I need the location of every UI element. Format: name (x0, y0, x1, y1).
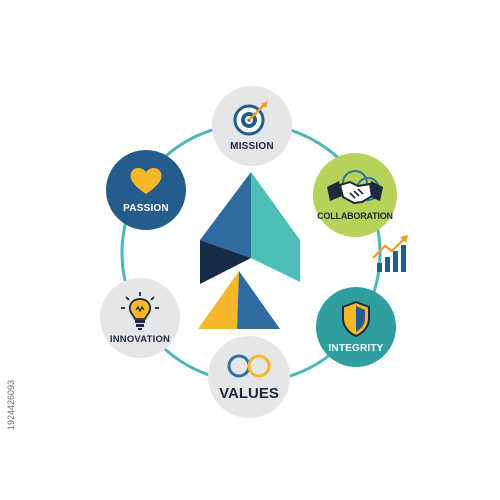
heart-icon (130, 167, 162, 194)
stock-id-text: 1924426093 (6, 379, 17, 431)
node-integrity: INTEGRITY (316, 287, 396, 367)
node-passion: PASSION (106, 150, 186, 230)
infinity-loop-icon (227, 354, 271, 378)
triangle-arrow-logo-icon (198, 172, 300, 329)
stock-id-text-container: 1924426093 (0, 0, 17, 500)
node-integrity-label: INTEGRITY (328, 342, 384, 354)
node-collaboration: COLLABORATION (313, 153, 397, 237)
shield-icon (342, 300, 370, 337)
handshake-icon (327, 170, 383, 204)
node-innovation: INNOVATION (100, 278, 180, 358)
node-mission-label: MISSION (230, 141, 274, 152)
node-innovation-label: INNOVATION (109, 334, 171, 346)
lightbulb-icon (121, 292, 159, 331)
node-passion-label: PASSION (123, 203, 169, 214)
target-arrow-icon (233, 101, 268, 136)
growth-chart-icon (372, 235, 408, 272)
node-values-label: VALUES (219, 385, 279, 402)
node-collaboration-label: COLLABORATION (317, 211, 393, 221)
node-mission: MISSION (212, 86, 292, 166)
node-values: VALUES (208, 336, 290, 418)
